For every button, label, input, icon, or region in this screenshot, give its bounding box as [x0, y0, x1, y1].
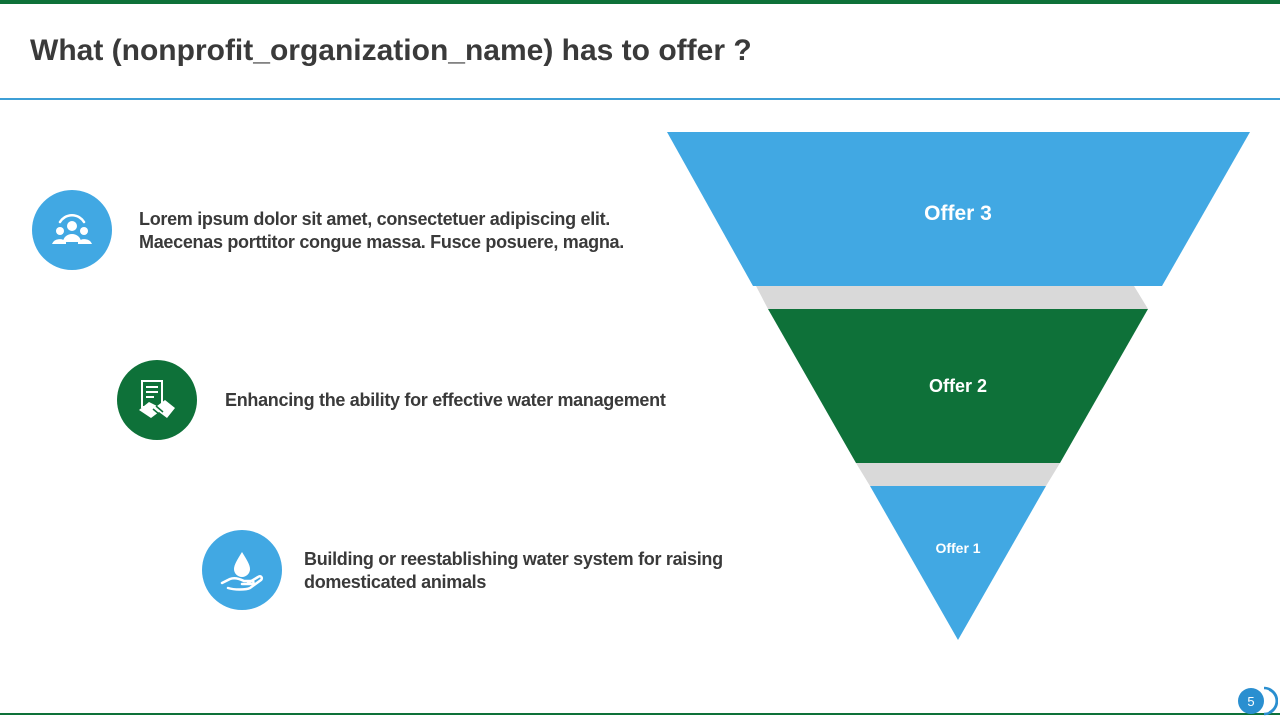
page-number-badge: 5: [1238, 688, 1264, 714]
funnel-connector-lower: [856, 463, 1060, 486]
handshake-document-icon: [117, 360, 197, 440]
water-drop-hand-icon: [202, 530, 282, 610]
item-2-text: Enhancing the ability for effective wate…: [225, 390, 666, 410]
item-1-text: Lorem ipsum dolor sit amet, consectetuer…: [139, 209, 624, 252]
funnel-label-offer-1: Offer 1: [935, 540, 980, 556]
funnel-label-offer-3: Offer 3: [924, 202, 992, 225]
funnel-label-offer-2: Offer 2: [929, 376, 987, 396]
page-title: What (nonprofit_organization_name) has t…: [30, 34, 752, 67]
footer-divider: [0, 713, 1280, 715]
funnel-level-offer-3: [667, 132, 1250, 286]
funnel-connector-upper: [756, 286, 1148, 309]
funnel-level-offer-1: [870, 486, 1046, 640]
title-divider: [0, 98, 1280, 100]
item-3-text: Building or reestablishing water system …: [304, 549, 723, 592]
people-group-icon: [32, 190, 112, 270]
page-badge-arc-icon: [1263, 686, 1278, 716]
top-accent-bar: [0, 0, 1280, 4]
funnel-level-offer-2: [768, 309, 1148, 463]
